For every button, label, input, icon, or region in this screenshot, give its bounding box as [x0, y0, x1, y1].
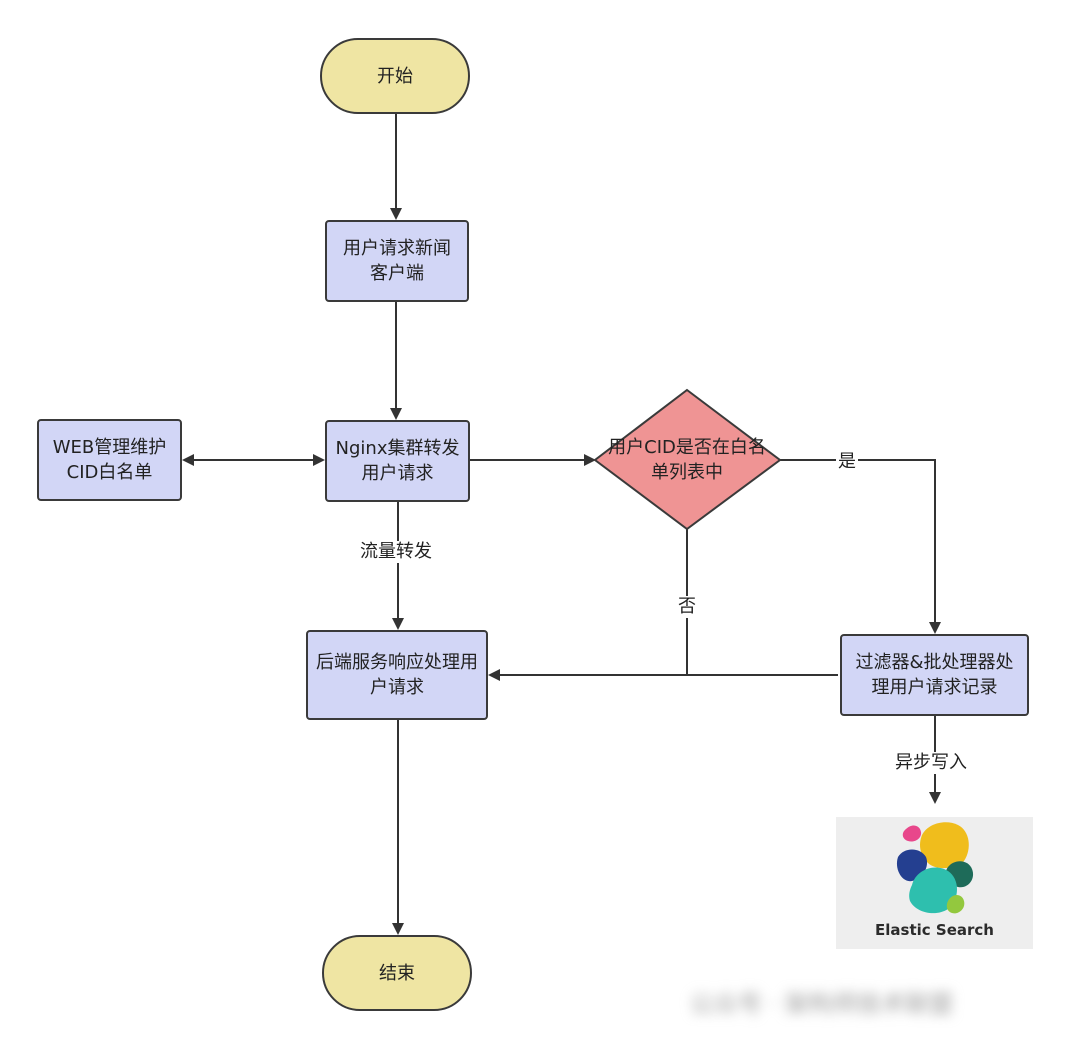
nginx-node: Nginx集群转发用户请求 — [325, 420, 470, 502]
decision-diamond — [593, 388, 782, 531]
elasticsearch-logo-text: Elastic Search — [875, 921, 994, 939]
filter-node: 过滤器&批处理器处理用户请求记录 — [840, 634, 1029, 716]
decision-label: 用户CID是否在白名单列表中 — [608, 437, 766, 483]
end-node: 结束 — [322, 935, 472, 1011]
backend-node: 后端服务响应处理用户请求 — [306, 630, 488, 720]
edge-label-traffic-forward: 流量转发 — [358, 541, 434, 563]
elasticsearch-logo: Elastic Search — [836, 817, 1033, 949]
edge-decision-yes — [780, 459, 941, 634]
edge-label-async-write: 异步写入 — [893, 752, 969, 774]
web-admin-node: WEB管理维护CID白名单 — [37, 419, 182, 501]
edge-label-yes: 是 — [836, 451, 858, 473]
request-node: 用户请求新闻客户端 — [325, 220, 469, 302]
start-node: 开始 — [320, 38, 470, 114]
elasticsearch-logo-icon — [896, 822, 974, 914]
edge-label-no: 否 — [676, 596, 698, 618]
watermark: 公众号 · 架构师技术联盟 — [690, 990, 953, 1018]
